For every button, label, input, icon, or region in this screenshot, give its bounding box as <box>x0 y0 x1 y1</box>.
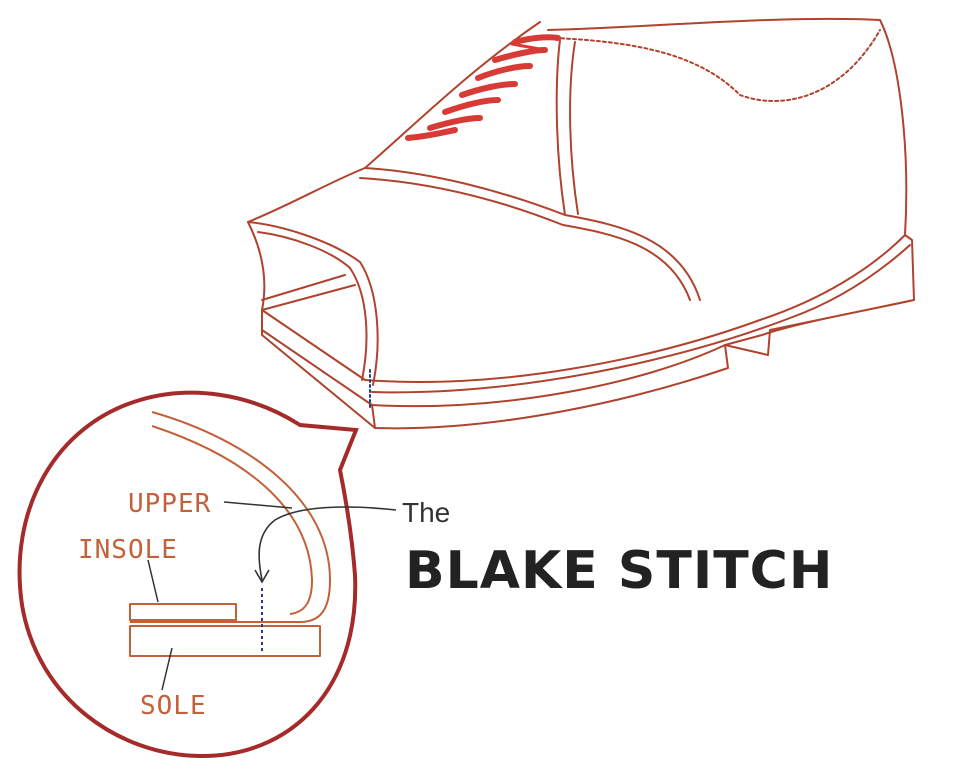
upper-leader <box>223 501 293 509</box>
shoe-counter-outline <box>547 17 908 236</box>
cross-section-detail <box>129 411 331 657</box>
sole-layer <box>129 625 321 657</box>
shoe-vamp-line-inner <box>359 177 691 301</box>
shoe-sole-bottom-2 <box>371 344 729 430</box>
shoe-sole-front <box>261 329 376 429</box>
shoe-illustration-icon <box>247 17 915 430</box>
insole-leader <box>147 559 159 603</box>
shoe-collar-stitch <box>554 29 881 102</box>
magnifier-circle-icon <box>17 390 359 759</box>
upper-layer-inner <box>151 425 313 615</box>
insole-layer <box>129 603 237 621</box>
title-prefix: The <box>402 497 450 528</box>
shoe-inside-insole <box>261 274 356 311</box>
label-upper: UPPER <box>128 489 211 519</box>
shoe-sole-welt <box>371 244 911 394</box>
curved-arrow-icon <box>254 506 397 584</box>
shoe-sole-bottom <box>261 309 726 408</box>
shoe-vamp-line <box>364 167 701 301</box>
shoe-cut-section-inner <box>257 231 368 381</box>
label-insole: INSOLE <box>78 535 178 565</box>
shoe-toe-top <box>247 167 366 223</box>
shoe-laces-icon <box>405 34 561 141</box>
shoe-heel-block <box>724 234 915 356</box>
sole-leader <box>161 647 173 691</box>
upper-layer-outer <box>151 411 331 623</box>
label-sole: SOLE <box>140 691 207 721</box>
shoe-sole-top <box>261 234 906 383</box>
shoe-quarter-seam <box>555 39 566 216</box>
diagram-title: BLAKE STITCH <box>405 541 833 601</box>
shoe-cut-section <box>247 221 379 386</box>
shoe-cut-left <box>247 221 266 311</box>
label-leaders <box>147 501 293 691</box>
shoe-quarter-seam-inner <box>569 41 579 215</box>
